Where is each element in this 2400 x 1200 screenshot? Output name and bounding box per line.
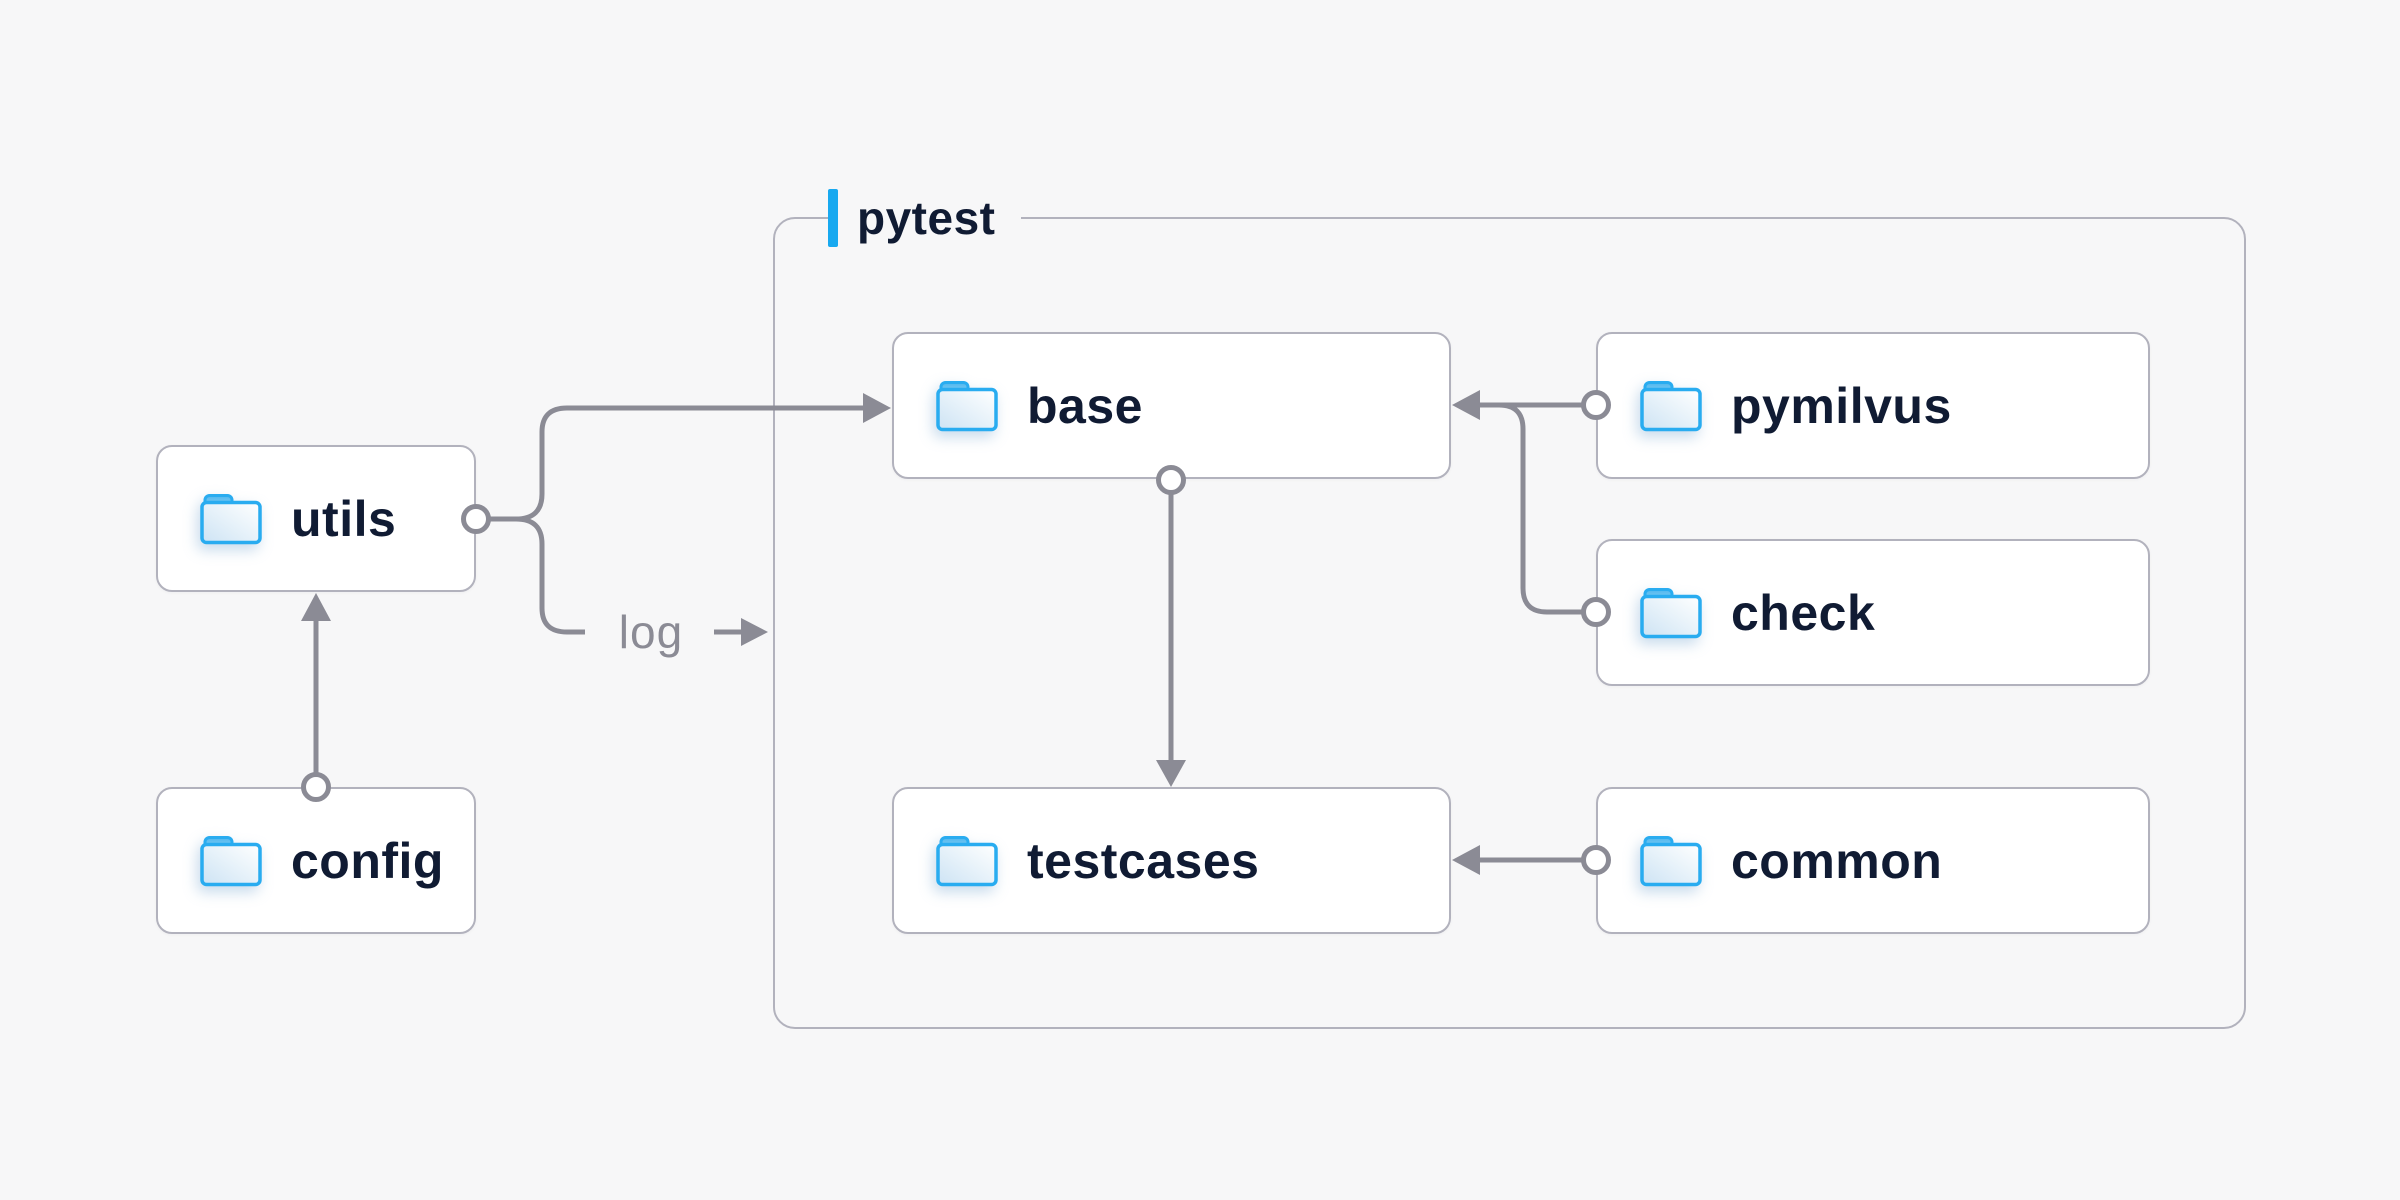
node-check: check (1596, 539, 2150, 686)
node-utils: utils (156, 445, 476, 592)
node-pymilvus: pymilvus (1596, 332, 2150, 479)
accent-bar-icon (828, 189, 838, 247)
node-label: utils (291, 490, 397, 547)
pytest-container-label: pytest (828, 188, 1022, 248)
folder-icon (1640, 587, 1702, 638)
folder-icon (936, 380, 998, 431)
folder-icon (200, 835, 262, 886)
node-label: common (1731, 832, 1943, 889)
edge-config-to-utils (301, 593, 331, 802)
folder-icon (1640, 380, 1702, 431)
node-label: pymilvus (1731, 377, 1952, 434)
node-label: testcases (1027, 832, 1260, 889)
node-testcases: testcases (892, 787, 1451, 934)
node-label: check (1731, 584, 1876, 641)
node-label: config (291, 832, 444, 889)
node-config: config (156, 787, 476, 934)
edge-log-arrow (714, 618, 768, 646)
edge-label-log: log (618, 606, 684, 658)
node-common: common (1596, 787, 2150, 934)
pytest-container-title: pytest (857, 192, 996, 244)
folder-icon (1640, 835, 1702, 886)
folder-icon (200, 493, 262, 544)
node-base: base (892, 332, 1451, 479)
folder-icon (936, 835, 998, 886)
pytest-container: pytest (773, 188, 2246, 1029)
node-label: base (1027, 377, 1143, 434)
